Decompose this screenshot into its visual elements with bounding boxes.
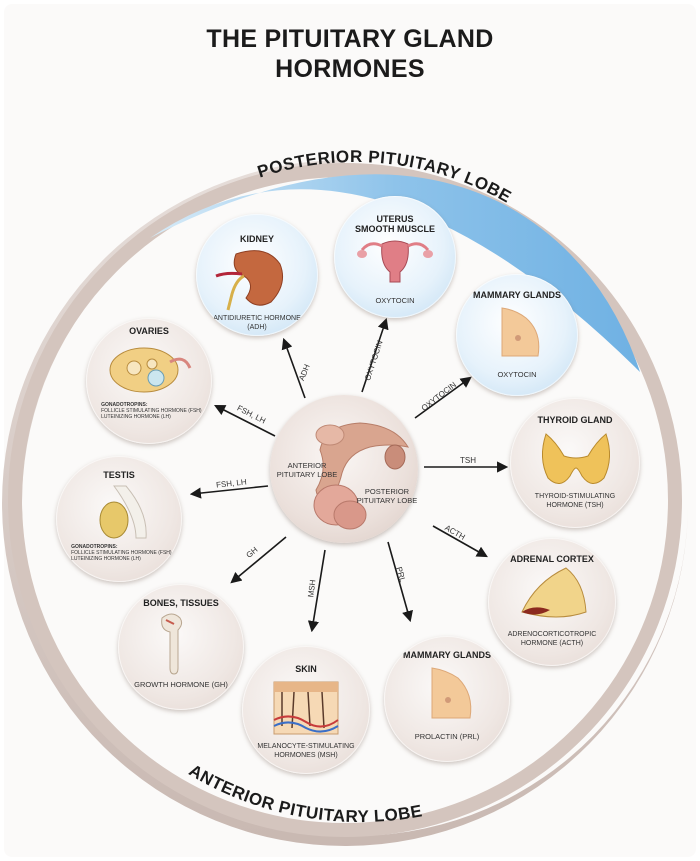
adrenal-icon xyxy=(521,567,587,618)
thyroid-hormone-line-1: THYROID-STIMULATING xyxy=(534,493,616,500)
arrow-msh xyxy=(307,549,326,633)
uterus-hormone: OXYTOCIN xyxy=(375,296,415,305)
uterus-icon xyxy=(357,240,433,283)
node-testis: TESTIS GONADOTROPINS: FOLLICLE STIMULATI… xyxy=(56,456,182,582)
center-anterior-label: ANTERIOR PITUITARY LOBE xyxy=(276,461,338,479)
adrenal-hormone-line-1: ADRENOCORTICOTROPIC xyxy=(507,631,597,638)
breast-icon-anterior xyxy=(431,667,472,719)
ovaries-hormone-head: GONADOTROPINS: xyxy=(101,402,148,408)
testis-hormone-1: FOLLICLE STIMULATING HORMONE (FSH) xyxy=(71,550,172,556)
center-posterior-label-line-2: PITUITARY LOBE xyxy=(356,496,418,505)
uterus-name-line-2: SMOOTH MUSCLE xyxy=(355,224,435,234)
node-mammary-anterior: MAMMARY GLANDS PROLACTIN (PRL) xyxy=(384,636,510,762)
ovaries-hormone-2: LUTEINIZING HORMONE (LH) xyxy=(101,414,171,420)
thyroid-hormone-line-2: HORMONE (TSH) xyxy=(546,502,604,509)
arrow-oxytocin-mammary xyxy=(414,376,472,419)
posterior-band xyxy=(150,174,640,372)
ovaries-hormone-1: FOLLICLE STIMULATING HORMONE (FSH) xyxy=(101,408,202,414)
bones-name: BONES, TISSUES xyxy=(143,598,219,608)
node-mammary-posterior: MAMMARY GLANDS OXYTOCIN xyxy=(456,274,578,396)
skin-name: SKIN xyxy=(295,664,317,674)
arrow-label-tsh: TSH xyxy=(460,456,476,465)
mammary-anterior-name: MAMMARY GLANDS xyxy=(403,650,491,660)
title-line-1: THE PITUITARY GLAND xyxy=(206,25,494,53)
arrow-adh xyxy=(281,337,306,399)
center-anterior-label-line-2: PITUITARY LOBE xyxy=(276,470,338,479)
node-adrenal: ADRENAL CORTEX ADRENOCORTICOTROPIC HORMO… xyxy=(488,538,616,666)
arrow-fsh-lh-testis xyxy=(189,485,269,499)
testis-name: TESTIS xyxy=(103,470,135,480)
adrenal-hormone-line-2: HORMONE (ACTH) xyxy=(520,640,584,647)
anterior-ring xyxy=(8,163,682,837)
center-anterior-label-line-1: ANTERIOR xyxy=(287,461,327,470)
ovary-icon xyxy=(109,347,192,393)
ovaries-name: OVARIES xyxy=(129,326,169,336)
bone-icon xyxy=(161,613,183,675)
thyroid-icon xyxy=(542,433,610,484)
node-ovaries: OVARIES GONADOTROPINS: FOLLICLE STIMULAT… xyxy=(86,318,212,444)
breast-icon-posterior xyxy=(501,307,540,357)
page-title: THE PITUITARY GLAND HORMONES xyxy=(0,24,700,84)
bones-hormone: GROWTH HORMONE (GH) xyxy=(134,680,228,689)
testis-hormone-2: LUTEINIZING HORMONE (LH) xyxy=(71,556,141,562)
center-posterior-label-line-1: POSTERIOR xyxy=(364,487,410,496)
kidney-hormone: ANTIDIURETIC HORMONE (ADH) xyxy=(213,315,301,331)
uterus-name-line-1: UTERUS xyxy=(376,214,414,224)
node-uterus: UTERUS SMOOTH MUSCLE OXYTOCIN xyxy=(334,196,456,318)
pituitary-gland-center: ANTERIOR PITUITARY LOBE POSTERIOR PITUIT… xyxy=(270,395,418,543)
skin-icon xyxy=(273,681,339,735)
pituitary-illustration xyxy=(313,422,410,530)
node-bones: BONES, TISSUES GROWTH HORMONE (GH) xyxy=(118,584,244,710)
arrow-gh xyxy=(230,536,287,584)
node-kidney: KIDNEY ANTIDIURETIC HORMONE (ADH) xyxy=(196,214,318,336)
arrow-oxytocin-uterus xyxy=(361,317,389,393)
arrow-fsh-lh-ovaries xyxy=(214,404,276,437)
title-line-2: HORMONES xyxy=(275,55,425,83)
kidney-name: KIDNEY xyxy=(239,234,274,244)
skin-hormone-line-1: MELANOCYTE-STIMULATING xyxy=(257,743,355,750)
node-thyroid: THYROID GLAND THYROID-STIMULATING HORMON… xyxy=(510,398,640,528)
testis-hormone-head: GONADOTROPINS: xyxy=(71,544,118,550)
center-posterior-label: POSTERIOR PITUITARY LOBE xyxy=(356,487,418,505)
thyroid-name: THYROID GLAND xyxy=(537,415,613,425)
node-skin: SKIN MELANOCYTE-STIMULATING HORMONES (MS… xyxy=(242,646,370,774)
testis-icon xyxy=(99,485,147,539)
arrow-acth xyxy=(432,525,488,558)
mammary-posterior-name: MAMMARY GLANDS xyxy=(473,290,561,300)
skin-hormone-line-2: HORMONES (MSH) xyxy=(274,752,338,759)
mammary-posterior-hormone: OXYTOCIN xyxy=(497,370,537,379)
adrenal-name: ADRENAL CORTEX xyxy=(510,554,594,564)
kidney-icon xyxy=(215,250,283,311)
mammary-anterior-hormone: PROLACTIN (PRL) xyxy=(414,732,480,741)
arrow-prl xyxy=(387,541,413,623)
ovaries-hormones: GONADOTROPINS: FOLLICLE STIMULATING HORM… xyxy=(101,402,202,420)
testis-hormones: GONADOTROPINS: FOLLICLE STIMULATING HORM… xyxy=(71,544,172,562)
